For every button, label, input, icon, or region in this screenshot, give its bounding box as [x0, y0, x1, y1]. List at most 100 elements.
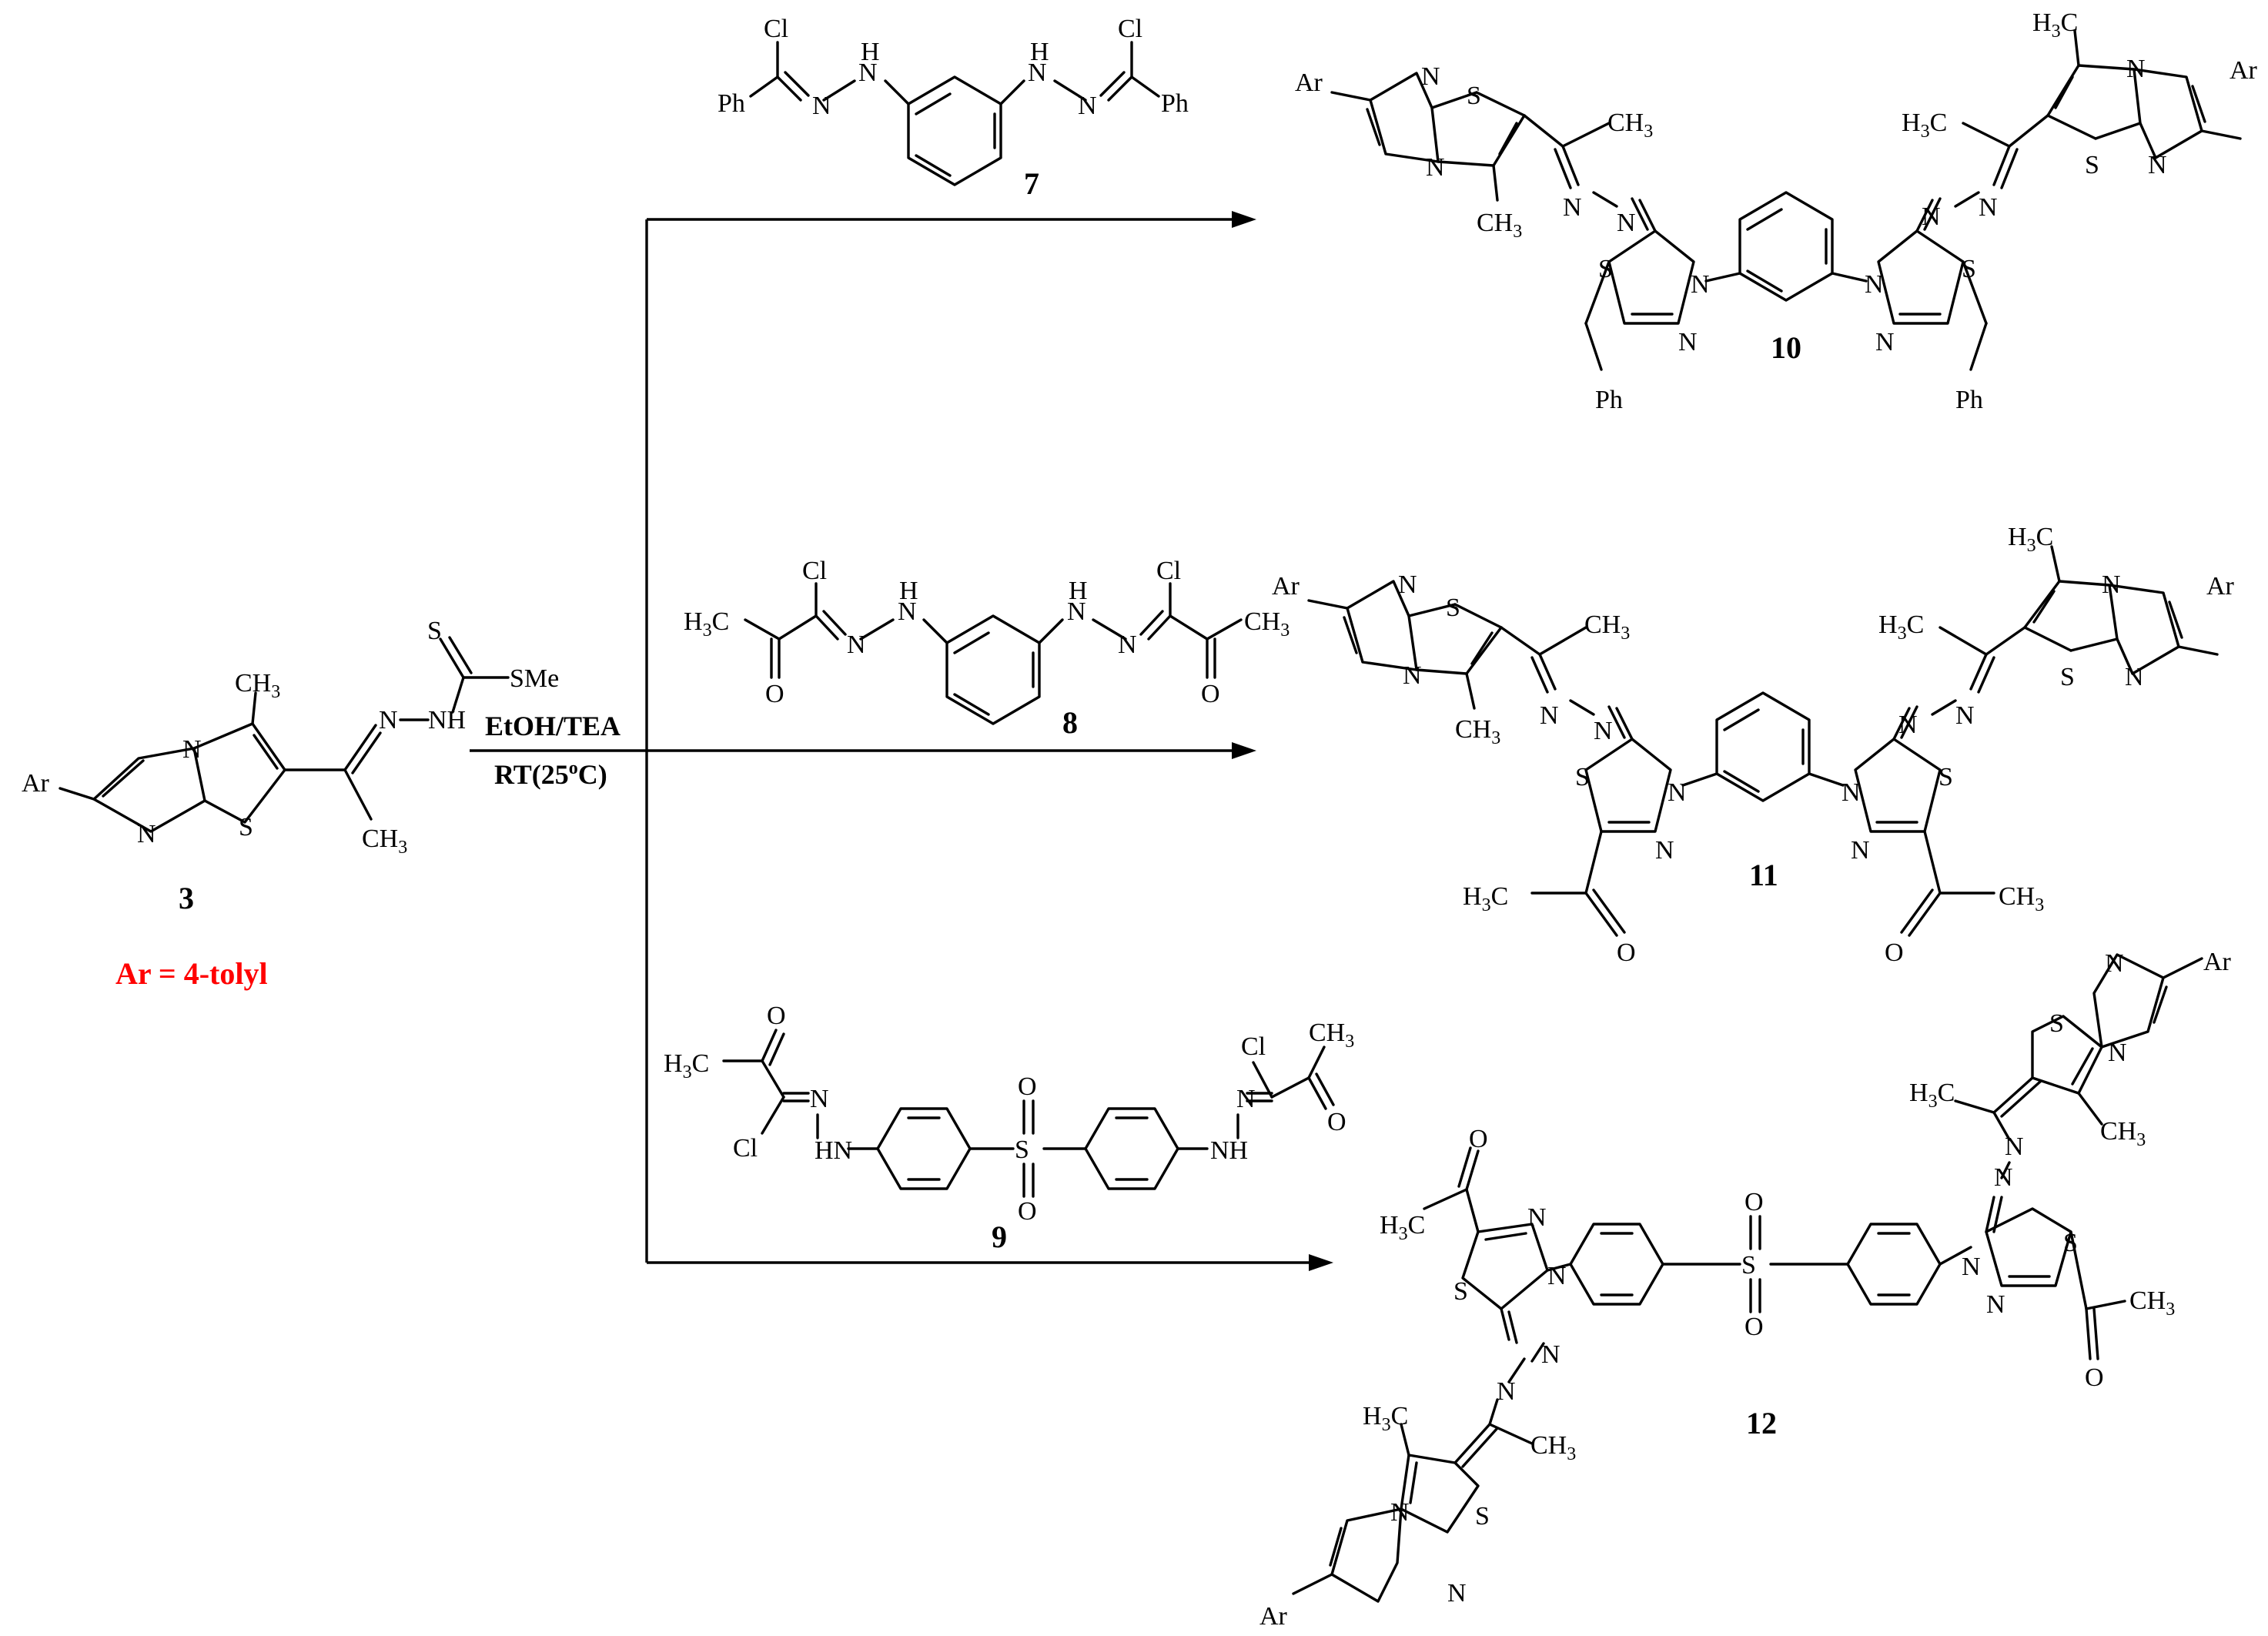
ring-nitrogen-label: N [137, 820, 156, 848]
compound-12-number: 12 [1746, 1406, 1777, 1440]
temperature-label: RT(25oC) [494, 758, 607, 790]
chlorine-label: Cl [1118, 15, 1142, 43]
thiadiazole-sulfur-label: S [1939, 763, 1953, 791]
carbonyl-oxygen-label: O [1201, 680, 1220, 708]
methyl-label: CH3 [2129, 1286, 2175, 1320]
thiadiazole-nitrogen-label: N [1962, 1253, 1981, 1281]
azine-nitrogen-label: N [1594, 717, 1613, 745]
ring-sulfur-label: S [2060, 663, 2075, 691]
ring-nitrogen-label: N [2105, 949, 2124, 978]
azine-nitrogen-label: N [2005, 1132, 2024, 1161]
bridgehead-nitrogen-label: N [2108, 1039, 2127, 1067]
carbonyl-oxygen-label: O [1469, 1125, 1488, 1153]
nh-label: NH [1210, 1136, 1248, 1165]
nh-nitrogen-label: N [898, 597, 917, 626]
methyl-label: CH3 [362, 825, 407, 858]
aryl-group-label: Ar [1272, 572, 1300, 601]
ring-sulfur-label: S [1475, 1502, 1490, 1531]
azine-nitrogen-label: N [1955, 701, 1975, 730]
methylthio-label: SMe [510, 664, 559, 693]
aryl-group-label: Ar [22, 769, 50, 798]
ring-sulfur-label: S [1467, 82, 1481, 110]
methyl-label: H3C [1902, 109, 1947, 142]
bridgehead-nitrogen-label: N [1403, 661, 1422, 690]
bridgehead-nitrogen-label: N [1390, 1498, 1410, 1527]
aryl-definition-note: Ar = 4-tolyl [115, 956, 268, 991]
bridgehead-nitrogen-label: N [2102, 570, 2121, 599]
ring-sulfur-label: S [2085, 151, 2099, 179]
compound-11-structure: Ar N N S CH3 CH3 N N N S N H3C O N S N C… [1272, 523, 2235, 967]
sulfonyl-oxygen-label: O [1744, 1313, 1764, 1341]
azo-nitrogen-label: N [812, 92, 831, 120]
compound-3-number: 3 [179, 881, 194, 915]
methyl-label: CH3 [1477, 209, 1522, 242]
sulfonyl-sulfur-label: S [1741, 1251, 1756, 1280]
sulfonyl-oxygen-label: O [1018, 1072, 1037, 1101]
azo-nitrogen-label: N [1118, 631, 1137, 659]
methyl-label: CH3 [1244, 607, 1290, 641]
phenyl-label: Ph [1161, 89, 1189, 118]
azine-nitrogen-label: N [1898, 711, 1918, 739]
sulfonyl-oxygen-label: O [1018, 1197, 1037, 1226]
methyl-label: CH3 [1530, 1431, 1576, 1464]
thiadiazole-nitrogen-label: N [1875, 328, 1895, 356]
chlorine-label: Cl [1156, 557, 1181, 585]
reaction-conditions: EtOH/TEA RT(25oC) [485, 711, 621, 790]
ring-nitrogen-label: N [1421, 62, 1440, 91]
carbonyl-oxygen-label: O [765, 680, 784, 708]
compound-8-number: 8 [1062, 705, 1078, 740]
azine-nitrogen-label: N [1994, 1163, 2013, 1192]
phenyl-label: Ph [718, 89, 745, 118]
compound-9-structure: O H3C Cl N HN S O O NH N Cl O CH3 9 [664, 1002, 1354, 1254]
reaction-arrows [470, 211, 1333, 1271]
carbonyl-oxygen-label: O [767, 1002, 786, 1030]
methyl-label: CH3 [2100, 1117, 2146, 1150]
nh-nitrogen-label: N [1067, 597, 1086, 626]
ring-sulfur-label: S [239, 813, 253, 841]
thiadiazole-nitrogen-label: N [1841, 778, 1861, 807]
bridgehead-nitrogen-label: N [2126, 55, 2146, 83]
azine-nitrogen-label: N [1563, 193, 1582, 222]
ring-nitrogen-label: N [2148, 151, 2167, 179]
methyl-label: CH3 [1607, 109, 1653, 142]
thiadiazole-sulfur-label: S [1575, 763, 1590, 791]
nh-hydrogen-label: H [1030, 38, 1049, 66]
reagent-label: EtOH/TEA [485, 711, 621, 741]
thiadiazole-nitrogen-label: N [1691, 270, 1710, 299]
phenyl-label: Ph [1955, 386, 1983, 414]
compound-9-number: 9 [992, 1219, 1007, 1254]
compound-7-number: 7 [1024, 166, 1039, 201]
azine-nitrogen-label: N [1617, 209, 1636, 237]
thiadiazole-sulfur-label: S [1598, 255, 1613, 283]
sulfonyl-sulfur-label: S [1015, 1136, 1029, 1164]
thiadiazole-nitrogen-label: N [1547, 1262, 1567, 1290]
thiadiazole-nitrogen-label: N [1865, 270, 1884, 299]
ring-sulfur-label: S [2049, 1009, 2064, 1038]
hn-label: HN [815, 1136, 852, 1165]
methyl-label: H3C [664, 1049, 709, 1082]
carbonyl-oxygen-label: O [1327, 1108, 1346, 1136]
thiadiazole-nitrogen-label: N [1527, 1203, 1547, 1232]
methyl-label: H3C [1363, 1402, 1408, 1435]
imine-nitrogen-label: N [379, 706, 398, 734]
methyl-label: CH3 [1999, 882, 2044, 915]
methyl-label: H3C [684, 607, 729, 641]
methyl-label: H3C [1380, 1211, 1425, 1244]
methyl-label: H3C [2032, 8, 2078, 42]
compound-7-structure: Cl Ph N N H N H N Cl Ph 7 [718, 15, 1189, 201]
azo-nitrogen-label: N [1236, 1085, 1256, 1113]
methyl-label: H3C [2008, 523, 2053, 556]
thiadiazole-nitrogen-label: N [1986, 1290, 2005, 1319]
azine-nitrogen-label: N [1497, 1377, 1516, 1406]
aryl-group-label: Ar [2203, 948, 2232, 976]
compound-8-structure: Cl H3C O N N H N H N Cl O CH3 8 [684, 557, 1290, 740]
nh-nitrogen-label: N [1028, 59, 1047, 87]
nh-nitrogen-label: N [858, 59, 878, 87]
methyl-label: CH3 [1309, 1019, 1354, 1052]
compound-12-structure: H3C O N N S N N CH3 H3C S N N Ar S O O N… [1259, 948, 2232, 1631]
thiadiazole-nitrogen-label: N [1678, 328, 1698, 356]
ring-nitrogen-label: N [1398, 570, 1417, 599]
ring-nitrogen-label: N [1447, 1579, 1467, 1608]
methyl-label: CH3 [1455, 715, 1500, 748]
azine-nitrogen-label: N [1541, 1340, 1561, 1369]
